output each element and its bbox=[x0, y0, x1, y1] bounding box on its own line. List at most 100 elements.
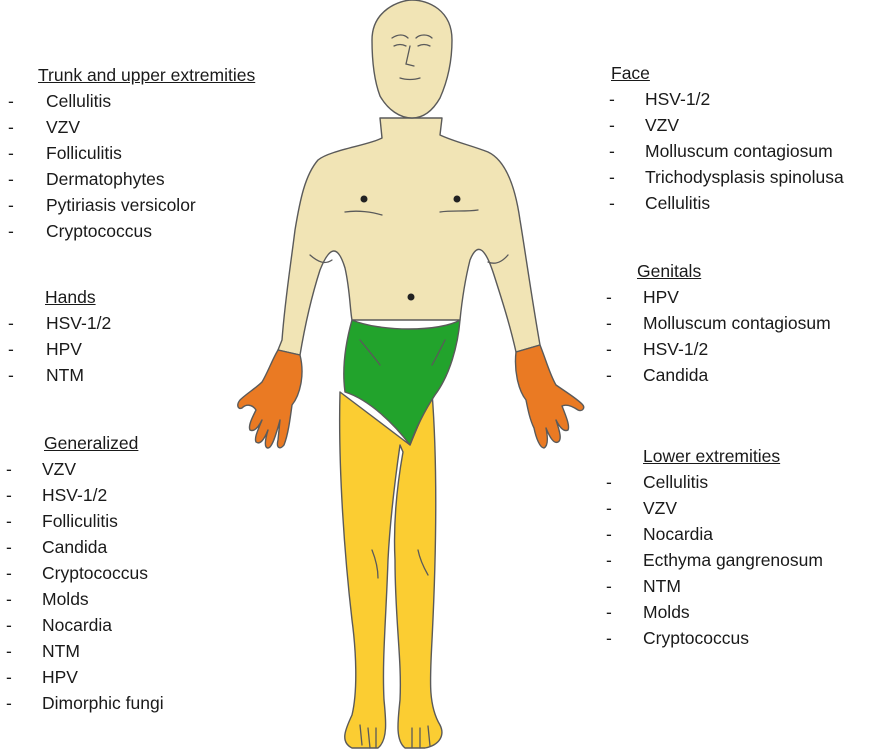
infection-item: - HPV bbox=[606, 284, 831, 310]
bullet-dash: - bbox=[6, 508, 12, 534]
infection-item: -HPV bbox=[8, 336, 111, 362]
infection-item: - Candida bbox=[6, 534, 164, 560]
infection-label: NTM bbox=[42, 641, 80, 661]
infection-label: HPV bbox=[643, 287, 679, 307]
bullet-dash: - bbox=[606, 284, 612, 310]
infection-item: - Molluscum contagiosum bbox=[606, 310, 831, 336]
genitals-infections-group: Genitals - HPV - Molluscum contagiosum - HSV-… bbox=[606, 258, 831, 388]
infection-label: Folliculitis bbox=[42, 511, 118, 531]
infection-label: Cellulitis bbox=[645, 193, 710, 213]
infection-item: - Pytiriasis versicolor bbox=[8, 192, 255, 218]
infection-item: - Molds bbox=[6, 586, 164, 612]
face-list: -HSV-1/2-VZV-Molluscum contagiosum-Trich… bbox=[609, 86, 844, 216]
infection-item: -Trichodysplasis spinolusa bbox=[609, 164, 844, 190]
generalized-heading: Generalized bbox=[44, 430, 164, 456]
infection-label: HSV-1/2 bbox=[42, 485, 107, 505]
trunk-shape bbox=[278, 118, 540, 355]
lower-extremities-heading: Lower extremities bbox=[643, 443, 823, 469]
infection-item: - VZV bbox=[609, 112, 844, 138]
infection-item: -Candida bbox=[606, 362, 831, 388]
bullet-dash: - bbox=[8, 362, 14, 388]
infection-label: Candida bbox=[42, 537, 107, 557]
infection-label: Trichodysplasis spinolusa bbox=[645, 167, 844, 187]
face-infections-group: Face -HSV-1/2-VZV-Molluscum contagiosum-… bbox=[609, 60, 844, 216]
bullet-dash: - bbox=[606, 362, 612, 388]
infection-label: Folliculitis bbox=[46, 143, 122, 163]
bullet-dash: - bbox=[6, 586, 12, 612]
infection-item: -Dermatophytes bbox=[8, 166, 255, 192]
infection-label: HSV-1/2 bbox=[643, 339, 708, 359]
hands-heading: Hands bbox=[45, 284, 111, 310]
bullet-dash: - bbox=[606, 625, 612, 651]
infection-label: Cellulitis bbox=[46, 91, 111, 111]
infection-item: -Nocardia bbox=[6, 612, 164, 638]
bullet-dash: - bbox=[606, 599, 612, 625]
lower-extremities-shape bbox=[340, 392, 442, 748]
infection-label: Cryptococcus bbox=[42, 563, 148, 583]
bullet-dash: - bbox=[6, 482, 12, 508]
infection-label: Cellulitis bbox=[643, 472, 708, 492]
infection-item: - NTM bbox=[606, 573, 823, 599]
bullet-dash: - bbox=[606, 521, 612, 547]
bullet-dash: - bbox=[8, 192, 14, 218]
infection-item: - HPV bbox=[6, 664, 164, 690]
right-hand-shape bbox=[515, 345, 583, 448]
lower-extremities-infections-group: Lower extremities -Cellulitis-VZV-Nocard… bbox=[606, 443, 823, 651]
bullet-dash: - bbox=[606, 469, 612, 495]
infection-label: VZV bbox=[645, 115, 679, 135]
infection-item: - Cellulitis bbox=[609, 190, 844, 216]
infection-item: -HSV-1/2 bbox=[609, 86, 844, 112]
left-hand-shape bbox=[238, 350, 302, 448]
hands-list: -HSV-1/2-HPV-NTM bbox=[8, 310, 111, 388]
genitals-heading: Genitals bbox=[637, 258, 831, 284]
infection-label: Molluscum contagiosum bbox=[645, 141, 833, 161]
infection-item: -HSV-1/2 bbox=[8, 310, 111, 336]
left-nipple bbox=[361, 196, 368, 203]
generalized-list: -VZV-HSV-1/2-Folliculitis-Candida-Crypto… bbox=[6, 456, 164, 716]
bullet-dash: - bbox=[609, 138, 615, 164]
infection-item: - Folliculitis bbox=[6, 508, 164, 534]
head-shape bbox=[372, 0, 452, 118]
genitals-list: - HPV - Molluscum contagiosum - HSV-1/2 -Candi… bbox=[606, 284, 831, 388]
bullet-dash: - bbox=[6, 690, 12, 716]
bullet-dash: - bbox=[609, 112, 615, 138]
infection-label: VZV bbox=[42, 459, 76, 479]
infection-label: NTM bbox=[643, 576, 681, 596]
bullet-dash: - bbox=[606, 310, 612, 336]
infection-item: -Cellulitis bbox=[8, 88, 255, 114]
bullet-dash: - bbox=[609, 190, 615, 216]
infection-item: -NTM bbox=[8, 362, 111, 388]
navel bbox=[408, 294, 415, 301]
bullet-dash: - bbox=[609, 86, 615, 112]
trunk-infections-group: Trunk and upper extremities -Cellulitis-… bbox=[8, 62, 255, 244]
infection-label: HSV-1/2 bbox=[46, 313, 111, 333]
infection-item: - VZV bbox=[6, 456, 164, 482]
right-nipple bbox=[454, 196, 461, 203]
infection-item: - HSV-1/2 bbox=[6, 482, 164, 508]
infection-label: Nocardia bbox=[643, 524, 713, 544]
bullet-dash: - bbox=[6, 612, 12, 638]
infection-item: -VZV bbox=[8, 114, 255, 140]
bullet-dash: - bbox=[6, 456, 12, 482]
bullet-dash: - bbox=[6, 534, 12, 560]
bullet-dash: - bbox=[8, 140, 14, 166]
infection-label: Dimorphic fungi bbox=[42, 693, 164, 713]
bullet-dash: - bbox=[606, 573, 612, 599]
infection-label: VZV bbox=[643, 498, 677, 518]
infection-label: Molluscum contagiosum bbox=[643, 313, 831, 333]
infection-item: - Folliculitis bbox=[8, 140, 255, 166]
infection-label: HPV bbox=[46, 339, 82, 359]
bullet-dash: - bbox=[6, 664, 12, 690]
infection-item: - HSV-1/2 bbox=[606, 336, 831, 362]
infection-label: HPV bbox=[42, 667, 78, 687]
infection-label: Molds bbox=[42, 589, 89, 609]
bullet-dash: - bbox=[8, 218, 14, 244]
face-heading: Face bbox=[611, 60, 844, 86]
lower-extremities-list: -Cellulitis-VZV-Nocardia-Ecthyma gangren… bbox=[606, 469, 823, 651]
infection-item: -Cryptococcus bbox=[6, 560, 164, 586]
infection-item: -VZV bbox=[606, 495, 823, 521]
infection-label: VZV bbox=[46, 117, 80, 137]
infection-item: -Ecthyma gangrenosum bbox=[606, 547, 823, 573]
infection-label: Pytiriasis versicolor bbox=[46, 195, 196, 215]
bullet-dash: - bbox=[606, 336, 612, 362]
